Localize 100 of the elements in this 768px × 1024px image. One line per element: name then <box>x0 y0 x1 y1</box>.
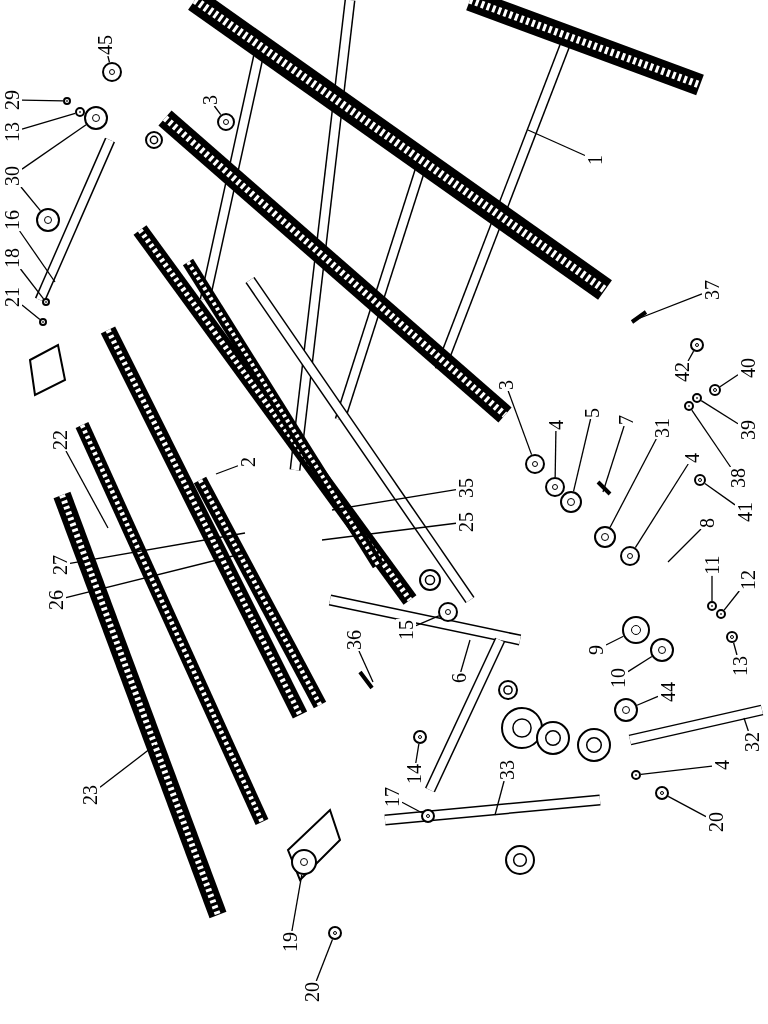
leader-line <box>602 425 625 493</box>
callout-number: 9 <box>586 644 606 656</box>
washer-part <box>650 638 674 662</box>
leader-line <box>719 374 739 388</box>
callout-number: 23 <box>80 784 100 806</box>
washer-part <box>421 809 435 823</box>
leader-line <box>691 409 732 468</box>
leader-line <box>609 438 657 528</box>
washer-part <box>63 97 71 105</box>
leader-line <box>415 743 420 764</box>
callout-number: 2 <box>238 456 258 468</box>
callout-number: 12 <box>738 569 758 591</box>
leader-line <box>460 639 471 673</box>
callout-number: 10 <box>608 667 628 689</box>
leader-line <box>494 780 505 816</box>
leader-line <box>554 430 557 478</box>
leader-line <box>723 590 740 611</box>
washer-part <box>36 208 60 232</box>
leader-line <box>704 482 736 506</box>
washer-part <box>217 113 235 131</box>
leader-line <box>65 450 109 529</box>
callout-number: 3 <box>200 94 220 106</box>
leader-line <box>401 801 423 814</box>
callout-number: 19 <box>280 931 300 953</box>
callout-number: 20 <box>302 981 322 1003</box>
callout-number: 4 <box>682 452 702 464</box>
leader-line <box>711 575 713 602</box>
callout-number: 21 <box>2 286 22 308</box>
callout-number: 42 <box>672 361 692 383</box>
leader-line <box>640 765 713 776</box>
washer-part <box>709 384 721 396</box>
washer-part <box>545 477 565 497</box>
callout-number: 4 <box>546 419 566 431</box>
callout-number: 45 <box>95 34 115 56</box>
leader-line <box>639 293 703 319</box>
callout-number: 3 <box>496 379 516 391</box>
washer-part <box>620 546 640 566</box>
washer-part <box>614 698 638 722</box>
leader-line <box>700 400 739 425</box>
callout-number: 32 <box>742 731 762 753</box>
leader-line <box>21 112 76 130</box>
leader-line <box>507 390 533 456</box>
washer-part <box>694 474 706 486</box>
leader-line <box>21 99 64 102</box>
callout-number: 11 <box>702 554 722 576</box>
leader-line <box>215 465 239 475</box>
washer-part <box>726 631 738 643</box>
leader-line <box>213 105 222 116</box>
leader-line <box>21 304 41 321</box>
leader-line <box>291 874 303 932</box>
callout-number: 40 <box>738 357 758 379</box>
callout-number: 31 <box>652 417 672 439</box>
washer-part <box>525 454 545 474</box>
washer-part <box>594 526 616 548</box>
leader-line <box>331 489 457 511</box>
callout-number: 13 <box>730 655 750 677</box>
callout-number: 18 <box>2 247 22 269</box>
callout-number: 29 <box>2 89 22 111</box>
leader-line <box>667 795 707 818</box>
leader-line <box>667 528 702 563</box>
washer-part <box>707 601 717 611</box>
washer-part <box>102 62 122 82</box>
washer-part <box>328 926 342 940</box>
callout-number: 7 <box>616 414 636 426</box>
callout-number: 20 <box>706 811 726 833</box>
washer-part <box>84 106 108 130</box>
callout-number: 5 <box>582 407 602 419</box>
leader-line <box>358 650 374 683</box>
washer-part <box>42 298 50 306</box>
callout-number: 25 <box>456 511 476 533</box>
callout-number: 1 <box>585 154 605 166</box>
callout-number: 14 <box>404 763 424 785</box>
washer-part <box>690 338 704 352</box>
callout-number: 27 <box>50 554 70 576</box>
leader-line <box>315 938 334 982</box>
leader-line <box>19 268 45 300</box>
leader-line <box>99 744 156 788</box>
washer-part <box>560 491 582 513</box>
washer-part <box>622 616 650 644</box>
washer-part <box>631 770 641 780</box>
leader-line <box>732 642 738 656</box>
callout-number: 30 <box>2 165 22 187</box>
washer-part <box>39 318 47 326</box>
callout-number: 4 <box>712 759 732 771</box>
callout-number: 41 <box>735 501 755 523</box>
washer-part <box>291 849 317 875</box>
callout-number: 16 <box>2 209 22 231</box>
washer-part <box>413 730 427 744</box>
leader-line <box>65 552 246 599</box>
callout-number: 22 <box>50 429 70 451</box>
callout-number: 17 <box>382 786 402 808</box>
callout-number: 15 <box>396 619 416 641</box>
leader-line <box>321 522 457 541</box>
leader-line <box>107 55 111 63</box>
callout-number: 38 <box>728 467 748 489</box>
callout-number: 37 <box>702 279 722 301</box>
washer-part <box>655 786 669 800</box>
leader-line <box>69 532 246 564</box>
callout-number: 35 <box>456 477 476 499</box>
washer-part <box>716 609 726 619</box>
